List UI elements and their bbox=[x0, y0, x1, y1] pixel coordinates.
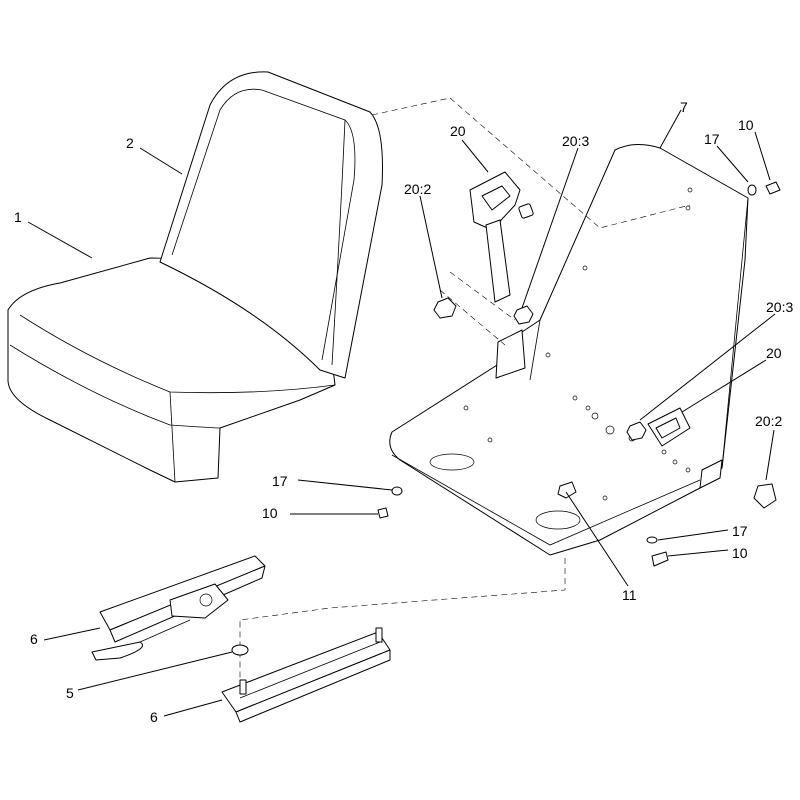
callout-5: 5 bbox=[66, 685, 74, 701]
callout-2: 2 bbox=[126, 135, 134, 151]
washers-screws bbox=[377, 181, 781, 567]
callout-1: 1 bbox=[14, 209, 22, 225]
callout-10-left: 10 bbox=[262, 505, 278, 521]
callout-20-2-left: 20:2 bbox=[404, 181, 431, 197]
belt-bolts bbox=[433, 297, 777, 509]
callout-17-bottom: 17 bbox=[732, 523, 748, 539]
callout-6-bottom: 6 bbox=[150, 709, 158, 725]
seat-pan bbox=[389, 144, 749, 556]
callout-17-left: 17 bbox=[272, 473, 288, 489]
callout-17-top: 17 bbox=[704, 131, 720, 147]
callout-20-3-right: 20:3 bbox=[766, 299, 793, 315]
callout-20-3-top: 20:3 bbox=[562, 133, 589, 149]
seat-back bbox=[159, 71, 383, 379]
callout-11: 11 bbox=[622, 587, 637, 603]
leader-lines bbox=[27, 109, 776, 717]
seat-belt-right bbox=[647, 407, 691, 447]
callout-labels: 1 2 7 17 10 20 20:3 20:2 20:3 20 20:2 17… bbox=[14, 99, 793, 725]
spacer bbox=[231, 644, 249, 656]
hidden-lines bbox=[239, 97, 691, 688]
seat-belt-upper bbox=[469, 171, 534, 303]
callout-7: 7 bbox=[680, 99, 688, 115]
belt-nuts bbox=[513, 305, 647, 441]
callout-20-right: 20 bbox=[766, 345, 782, 361]
callout-10-top: 10 bbox=[738, 117, 754, 133]
callout-20-2-right: 20:2 bbox=[755, 413, 782, 429]
slide-rail-right bbox=[221, 627, 391, 723]
slide-rail-left bbox=[91, 555, 266, 661]
callout-20-top: 20 bbox=[450, 123, 466, 139]
callout-10-bottom: 10 bbox=[732, 545, 748, 561]
callout-6-left: 6 bbox=[30, 631, 38, 647]
